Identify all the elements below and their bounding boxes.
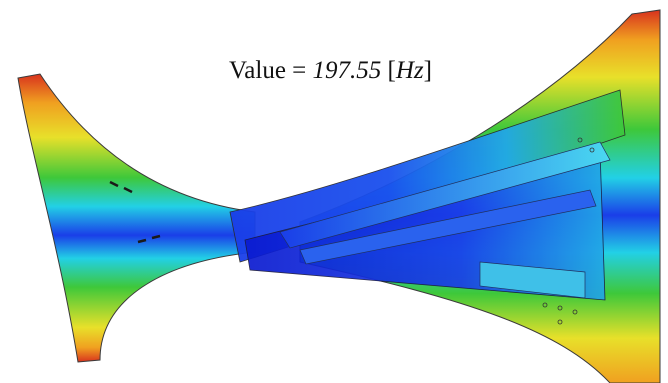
annotation-value: 197.55: [312, 57, 382, 84]
rib-middle: [299, 189, 597, 265]
rib-lower: [479, 261, 586, 299]
frequency-annotation: Value = 197.55 [Hz]: [229, 58, 432, 83]
annotation-label: Value =: [229, 57, 313, 84]
bolt-holes: [542, 137, 595, 325]
rib-upper: [279, 141, 611, 249]
left-blade: [17, 73, 256, 363]
left-blade-slots: [109, 180, 161, 244]
annotation-unit-open: [: [381, 57, 396, 84]
annotation-unit: Hz: [395, 57, 424, 84]
annotation-unit-close: ]: [423, 57, 432, 84]
